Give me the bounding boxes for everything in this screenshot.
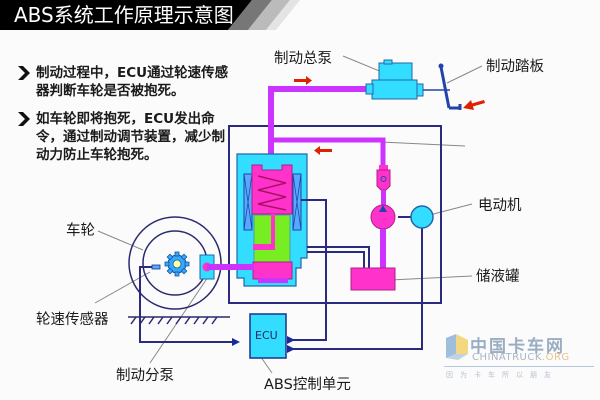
title-bar: ABS系统工作原理示意图 xyxy=(0,0,600,30)
description-list: 制动过程中，ECU通过轮速传感器判断车轮是否被抱死。 如车轮即将抱死，ECU发出… xyxy=(18,64,233,174)
brake-modulator xyxy=(236,153,308,287)
hydraulic-unit-housing xyxy=(228,125,442,304)
label-motor: 电动机 xyxy=(478,198,522,214)
master-cylinder xyxy=(365,59,450,100)
label-wheel: 车轮 xyxy=(66,223,95,239)
ecu-output-arrows xyxy=(287,336,295,353)
label-wheel-cylinder: 制动分泵 xyxy=(116,368,174,384)
sensor-wire xyxy=(139,266,232,343)
chevron-right-icon xyxy=(18,66,30,80)
arrow-left-icon xyxy=(314,146,332,155)
arrow-left-icon xyxy=(463,100,485,110)
arrow-right-icon xyxy=(232,338,240,346)
description-item: 制动过程中，ECU通过轮速传感器判断车轮是否被抱死。 xyxy=(18,64,233,100)
pedal-pivot xyxy=(438,63,444,69)
brake-pedal xyxy=(439,66,462,110)
wheel-speed-sensor xyxy=(151,264,161,270)
label-master-cylinder: 制动总泵 xyxy=(274,51,332,67)
control-wires xyxy=(293,199,423,350)
label-abs-control-unit: ABS控制单元 xyxy=(264,377,351,393)
ecu-box xyxy=(249,313,287,359)
chevron-right-icon xyxy=(18,112,30,126)
watermark-slogan: 因为卡车所以朋友 xyxy=(446,371,558,379)
description-text: 制动过程中，ECU通过轮速传感器判断车轮是否被抱死。 xyxy=(36,65,229,99)
gear-icon xyxy=(164,251,190,277)
label-reservoir: 储液罐 xyxy=(476,269,520,285)
brake-line-return xyxy=(271,137,386,165)
electric-motor xyxy=(410,205,434,229)
fluid-reservoir xyxy=(350,267,396,291)
watermark-divider xyxy=(444,366,594,367)
watermark: 中国卡车网 CHINATRUCK.ORG 因为卡车所以朋友 xyxy=(440,330,600,390)
page-title: ABS系统工作原理示意图 xyxy=(14,3,234,27)
label-brake-pedal: 制动踏板 xyxy=(486,59,544,75)
arrow-right-icon xyxy=(294,76,312,85)
ground xyxy=(128,316,230,325)
title-banner-shape xyxy=(0,0,300,30)
brake-line-wheel xyxy=(207,264,254,270)
watermark-name-cn: 中国卡车网 xyxy=(470,337,565,357)
label-wheel-speed-sensor: 轮速传感器 xyxy=(36,312,109,328)
description-text: 如车轮即将抱死，ECU发出命令，通过制动调节装置，减少制动力防止车轮抱死。 xyxy=(36,111,225,163)
watermark-name-en: CHINATRUCK.ORG xyxy=(472,352,570,363)
description-item: 如车轮即将抱死，ECU发出命令，通过制动调节装置，减少制动力防止车轮抱死。 xyxy=(18,110,233,164)
flow-arrows xyxy=(294,76,485,155)
return-pump xyxy=(370,165,396,269)
chinatruck-logo-icon xyxy=(446,334,468,360)
ecu-label: ECU xyxy=(255,329,278,342)
